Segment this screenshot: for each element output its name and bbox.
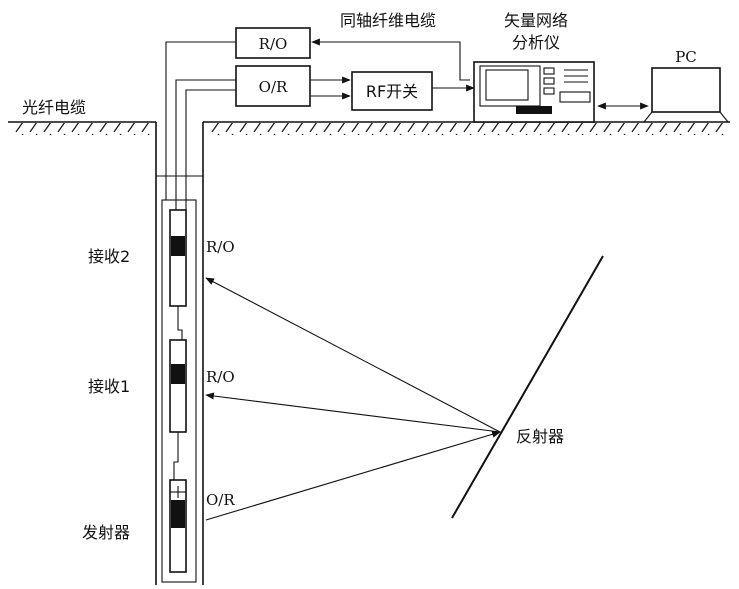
ray-from-transmitter bbox=[205, 430, 501, 521]
reflector-label: 反射器 bbox=[516, 427, 564, 446]
ground-surface bbox=[8, 121, 730, 135]
receiver1-label: 接收1 bbox=[88, 377, 130, 396]
vna-device bbox=[473, 61, 595, 123]
or-top-label: O/R bbox=[259, 78, 288, 96]
reflector-plane bbox=[451, 255, 604, 519]
coax-cable-label: 同轴纤维电缆 bbox=[340, 11, 436, 30]
vna-label-line2: 分析仪 bbox=[512, 33, 560, 52]
sonde-string bbox=[161, 176, 197, 583]
vna-label-line1: 矢量网络 bbox=[504, 11, 568, 30]
rf-switch-box: RF开关 bbox=[351, 71, 433, 111]
pc-device: PC bbox=[642, 48, 730, 123]
borehole bbox=[155, 122, 204, 585]
cable-bundle bbox=[156, 41, 236, 177]
transmitter-label: 发射器 bbox=[82, 523, 130, 542]
ro-rx2-label: R/O bbox=[206, 238, 235, 256]
ro-top-box: R/O bbox=[235, 27, 311, 59]
or-top-box: O/R bbox=[235, 65, 311, 107]
fiber-cable-label: 光纤电缆 bbox=[22, 98, 86, 117]
receiver2-label: 接收2 bbox=[88, 247, 130, 266]
ro-rx1-label: R/O bbox=[206, 368, 235, 386]
pc-label: PC bbox=[675, 48, 697, 66]
rf-switch-label: RF开关 bbox=[366, 82, 418, 101]
ro-top-label: R/O bbox=[259, 35, 288, 53]
or-tx-label: O/R bbox=[206, 491, 235, 509]
ray-to-receiver2 bbox=[205, 277, 501, 433]
ray-to-receiver1 bbox=[205, 392, 501, 433]
